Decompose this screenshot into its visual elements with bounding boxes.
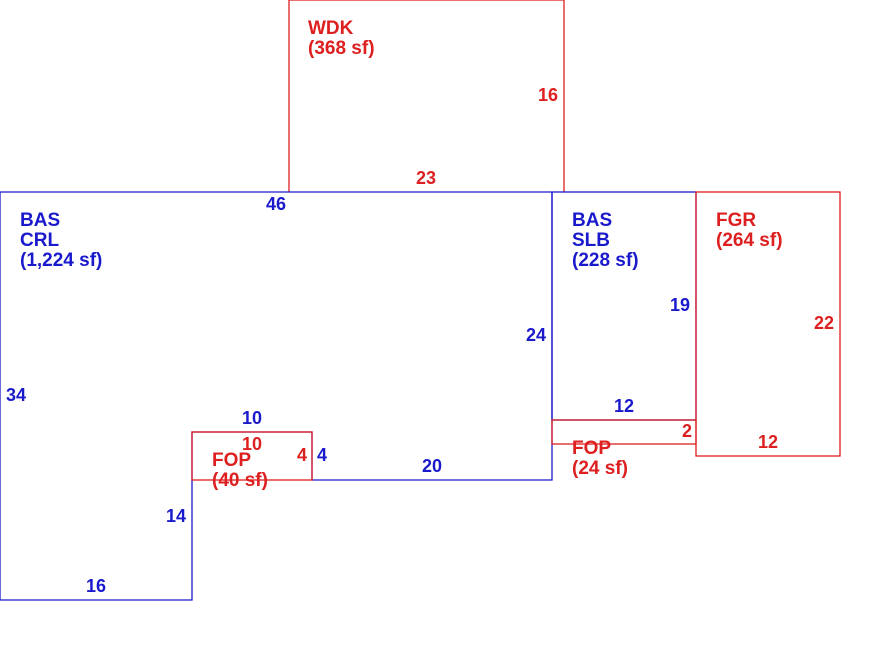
- dim-crl-step-vertical: 14: [166, 506, 186, 526]
- dim-crl-left: 34: [6, 385, 26, 405]
- dim-crl-top: 46: [266, 194, 286, 214]
- fop-left-outline: [191, 431, 313, 481]
- fop-right-area: (24 sf): [572, 458, 628, 479]
- dim-fgr-right: 22: [814, 313, 834, 333]
- dim-crl-right: 24: [526, 325, 546, 345]
- wdk-outline: [288, 0, 565, 192]
- dim-fop-right-side: 2: [682, 421, 692, 441]
- fop-left-area: (40 sf): [212, 470, 268, 491]
- fop-right-label: FOP (24 sf): [572, 438, 628, 479]
- fop-left-code: FOP: [212, 450, 251, 471]
- fop-left-label: FOP (40 sf): [212, 450, 268, 491]
- wdk-label: WDK (368 sf): [308, 18, 375, 59]
- wdk-area: (368 sf): [308, 38, 375, 59]
- dim-crl-notch-right: 4: [317, 445, 327, 465]
- dim-crl-bottom-right: 20: [422, 456, 442, 476]
- dim-crl-notch-top: 10: [242, 408, 262, 428]
- bas-slb-label: BAS SLB (228 sf): [572, 210, 639, 271]
- bas-crl-label: BAS CRL (1,224 sf): [20, 210, 102, 271]
- dim-fgr-bottom: 12: [758, 432, 778, 452]
- dim-wdk-bottom: 23: [416, 168, 436, 188]
- bas-slb-area: (228 sf): [572, 250, 639, 271]
- fgr-label: FGR (264 sf): [716, 210, 783, 251]
- dim-fop-left-top: 10: [242, 434, 262, 454]
- dim-wdk-right: 16: [538, 85, 558, 105]
- bas-slb-sub: SLB: [572, 230, 610, 251]
- bas-slb-code: BAS: [572, 210, 612, 231]
- fgr-area: (264 sf): [716, 230, 783, 251]
- fgr-outline: [695, 191, 841, 457]
- wdk-code: WDK: [308, 18, 354, 39]
- dim-fop-left-right: 4: [297, 445, 307, 465]
- dim-crl-bottom-left: 16: [86, 576, 106, 596]
- bas-crl-code: BAS: [20, 210, 60, 231]
- fgr-code: FGR: [716, 210, 756, 231]
- dim-slb-right: 19: [670, 295, 690, 315]
- fop-right-code: FOP: [572, 438, 611, 459]
- dim-slb-bottom: 12: [614, 396, 634, 416]
- bas-crl-area: (1,224 sf): [20, 250, 102, 271]
- bas-crl-sub: CRL: [20, 230, 59, 251]
